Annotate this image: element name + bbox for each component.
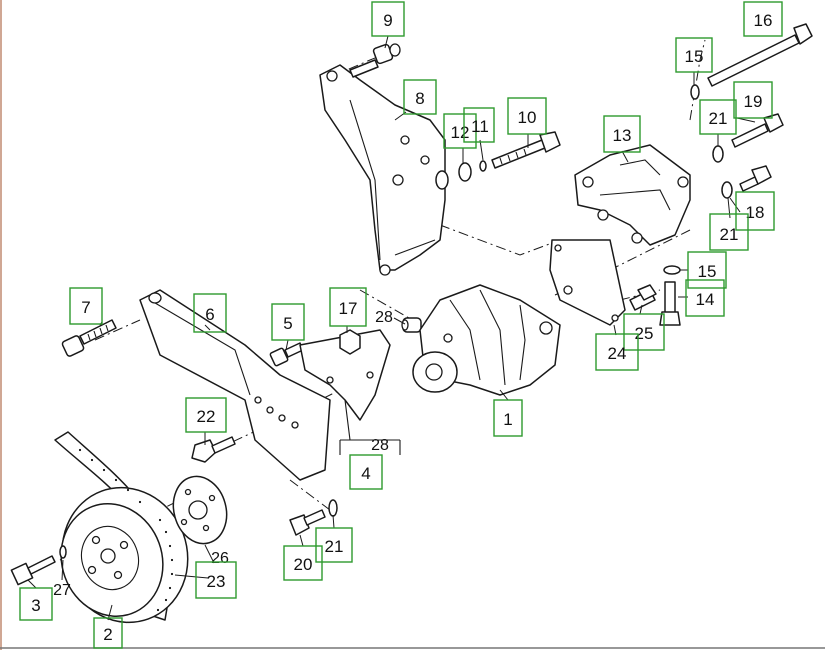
label-27: 27 (53, 582, 71, 599)
bolt-5 (269, 342, 304, 367)
washer-21a (712, 145, 724, 163)
callout-1: 1 (493, 399, 523, 437)
bolt-14 (659, 281, 681, 326)
callout-12: 12 (443, 113, 477, 149)
bolt-7 (61, 319, 117, 357)
bracket-6 (139, 289, 331, 481)
svg-text:10: 10 (518, 108, 537, 127)
callout-15-mid: 15 (687, 251, 727, 289)
svg-text:3: 3 (31, 596, 40, 615)
support-plate (549, 239, 626, 326)
label-26: 26 (211, 550, 229, 567)
hub-flange (172, 475, 228, 545)
label-28-top: 28 (375, 309, 393, 326)
svg-text:27: 27 (53, 582, 71, 599)
callout-22: 22 (185, 397, 227, 433)
bolt-16 (707, 23, 813, 87)
callout-7: 7 (69, 287, 103, 325)
svg-text:20: 20 (294, 555, 313, 574)
svg-text:24: 24 (608, 344, 627, 363)
bolt-22 (191, 436, 236, 463)
svg-text:26: 26 (211, 550, 229, 567)
svg-text:2: 2 (103, 625, 112, 644)
svg-text:22: 22 (197, 407, 216, 426)
svg-text:1: 1 (503, 410, 512, 429)
bolt-18 (739, 165, 772, 192)
nut-17 (339, 329, 361, 355)
bolt-3 (10, 545, 67, 586)
washer-21b (721, 181, 733, 199)
svg-text:18: 18 (746, 203, 765, 222)
washer-15a (690, 84, 700, 100)
callout-15-top: 15 (675, 37, 713, 73)
svg-text:13: 13 (613, 126, 632, 145)
bolt-19 (731, 113, 784, 148)
svg-text:4: 4 (361, 464, 370, 483)
callout-5: 5 (271, 303, 305, 341)
callout-16: 16 (743, 1, 783, 37)
label-28-bottom: 28 (371, 437, 389, 454)
callout-6: 6 (193, 293, 227, 333)
callout-25: 25 (623, 313, 665, 351)
bolt-25 (629, 284, 657, 311)
bracket-13 (574, 144, 691, 246)
bolt-10 (491, 131, 561, 169)
svg-text:17: 17 (339, 299, 358, 318)
svg-text:23: 23 (207, 572, 226, 591)
svg-text:9: 9 (383, 11, 392, 30)
callout-10: 10 (507, 97, 547, 135)
leader-lines (27, 35, 770, 621)
callout-8: 8 (403, 79, 437, 115)
callout-18: 18 (735, 191, 775, 231)
svg-text:21: 21 (325, 537, 344, 556)
svg-text:15: 15 (698, 262, 717, 281)
bracket-8 (319, 64, 446, 276)
svg-text:6: 6 (205, 305, 214, 324)
callout-11: 11 (463, 107, 495, 143)
callout-20: 20 (283, 545, 323, 581)
washer-12a (435, 170, 449, 190)
callout-23: 23 (195, 561, 237, 599)
svg-text:8: 8 (415, 89, 424, 108)
svg-text:7: 7 (81, 298, 90, 317)
washer-11 (479, 160, 487, 172)
bolt-9 (349, 43, 401, 78)
callout-21-top: 21 (699, 99, 737, 135)
spacer-28 (401, 317, 422, 333)
callout-4: 4 (349, 454, 383, 490)
svg-text:11: 11 (471, 117, 489, 136)
svg-text:5: 5 (283, 314, 292, 333)
callouts: 9 16 15 8 12 11 10 13 (19, 1, 783, 649)
svg-text:28: 28 (375, 309, 393, 326)
svg-text:28: 28 (371, 437, 389, 454)
pulley-dots (78, 448, 174, 612)
callout-17: 17 (329, 287, 367, 327)
callout-21-mid: 21 (709, 213, 749, 251)
callout-24: 24 (595, 333, 639, 371)
callout-13: 13 (603, 115, 641, 153)
svg-text:16: 16 (754, 11, 773, 30)
callout-21-bottom: 21 (315, 527, 353, 563)
svg-text:21: 21 (720, 225, 739, 244)
svg-text:15: 15 (685, 47, 704, 66)
svg-text:12: 12 (451, 123, 470, 142)
callout-2: 2 (93, 617, 123, 649)
svg-text:14: 14 (696, 290, 715, 309)
svg-text:19: 19 (744, 92, 763, 111)
callout-14: 14 (685, 279, 725, 317)
svg-text:25: 25 (635, 324, 654, 343)
callout-3: 3 (19, 587, 53, 621)
bracket-4 (299, 329, 401, 455)
svg-text:21: 21 (709, 109, 728, 128)
bolt-20 (289, 509, 326, 536)
pulley (60, 486, 189, 624)
callout-9: 9 (371, 1, 405, 37)
callout-19: 19 (733, 81, 773, 119)
washer-21c (328, 499, 338, 517)
washer-12b (458, 162, 472, 182)
washer-15b (663, 265, 681, 275)
pump-1 (412, 284, 561, 396)
